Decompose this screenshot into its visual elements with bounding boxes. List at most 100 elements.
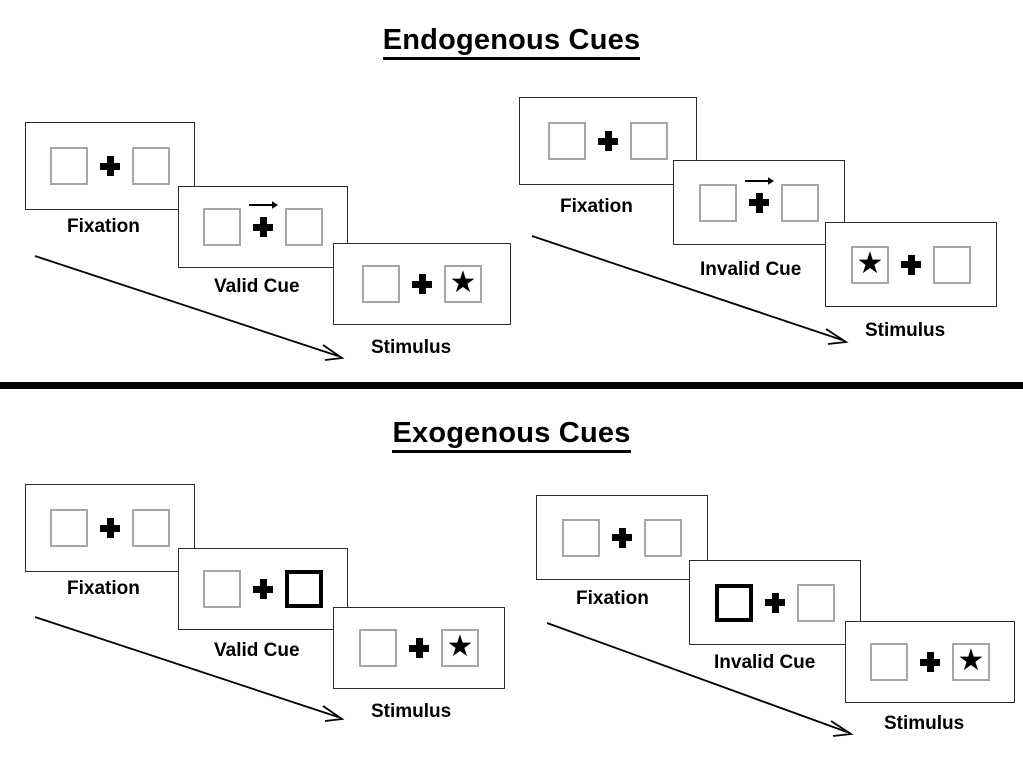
placeholder-box-right	[933, 245, 971, 284]
fixation-plus-icon	[901, 254, 921, 275]
panel-exogenous-valid-stimulus: ★	[333, 607, 505, 689]
panel-inner	[50, 509, 170, 547]
fixation-wrap	[586, 131, 630, 151]
placeholder-box-left	[203, 208, 241, 246]
fixation-wrap	[88, 156, 132, 176]
fixation-plus-icon	[253, 217, 273, 237]
caption-text: Invalid Cue	[700, 259, 802, 280]
caption-exogenous-valid-fixation: Fixation	[67, 578, 140, 600]
placeholder-box-left	[359, 629, 397, 667]
cue-arrow-right-icon	[744, 176, 774, 186]
placeholder-box-right	[797, 583, 835, 622]
fixation-wrap	[908, 652, 952, 672]
panel-inner	[699, 176, 819, 222]
caption-text: Fixation	[67, 216, 140, 237]
time-arrow-endogenous-invalid	[530, 232, 860, 352]
section-title-endogenous-text: Endogenous Cues	[382, 24, 641, 60]
panel-exogenous-invalid-cue	[689, 560, 861, 645]
time-arrow-endogenous-valid	[33, 252, 353, 367]
panel-inner: ★	[851, 245, 971, 284]
caption-text: Fixation	[560, 196, 633, 217]
fixation-wrap	[241, 201, 285, 237]
fixation-plus-icon	[920, 652, 940, 672]
panel-exogenous-invalid-fixation	[536, 495, 708, 580]
placeholder-box-left	[870, 643, 908, 681]
placeholder-box-left: ★	[851, 245, 889, 284]
target-star-icon: ★	[446, 630, 474, 663]
fixation-plus-icon	[253, 579, 273, 599]
fixation-wrap	[241, 579, 285, 599]
section-divider	[0, 382, 1023, 389]
cue-arrow-right-icon	[248, 200, 278, 210]
caption-endogenous-valid-fixation: Fixation	[67, 216, 140, 238]
caption-endogenous-invalid-stimulus: Stimulus	[865, 320, 945, 342]
caption-endogenous-valid-stimulus: Stimulus	[371, 337, 451, 359]
fixation-wrap	[889, 254, 933, 275]
panel-inner: ★	[359, 629, 479, 667]
placeholder-box-left	[562, 518, 600, 557]
fixation-plus-icon	[749, 192, 769, 213]
placeholder-box-left	[50, 147, 88, 185]
caption-text: Stimulus	[371, 701, 452, 722]
target-star-icon: ★	[856, 246, 884, 280]
panel-endogenous-valid-stimulus: ★	[333, 243, 511, 325]
time-arrow-exogenous-valid	[33, 613, 353, 728]
caption-text: Stimulus	[884, 713, 965, 734]
fixation-wrap	[400, 274, 444, 294]
panel-inner	[203, 201, 323, 246]
target-star-icon: ★	[449, 266, 477, 299]
caption-text: Stimulus	[371, 337, 452, 358]
placeholder-box-right-cued	[285, 570, 323, 608]
caption-text: Fixation	[576, 588, 649, 609]
section-title-exogenous: Exogenous Cues	[0, 417, 1023, 453]
caption-text: Valid Cue	[214, 640, 300, 661]
fixation-wrap	[397, 638, 441, 658]
panel-endogenous-valid-fixation	[25, 122, 195, 210]
fixation-wrap	[88, 518, 132, 538]
fixation-wrap	[753, 592, 797, 613]
placeholder-box-right	[285, 208, 323, 246]
caption-endogenous-valid-cue: Valid Cue	[214, 276, 300, 298]
caption-exogenous-invalid-cue: Invalid Cue	[714, 652, 815, 674]
panel-endogenous-valid-cue	[178, 186, 348, 268]
fixation-plus-icon	[598, 131, 618, 151]
caption-exogenous-invalid-stimulus: Stimulus	[884, 713, 964, 735]
placeholder-box-right	[644, 518, 682, 557]
panel-exogenous-invalid-stimulus: ★	[845, 621, 1015, 703]
panel-inner	[203, 570, 323, 608]
panel-inner: ★	[870, 643, 990, 681]
panel-inner: ★	[362, 265, 482, 303]
caption-text: Stimulus	[865, 320, 946, 341]
section-title-endogenous: Endogenous Cues	[0, 24, 1023, 60]
placeholder-box-right: ★	[441, 629, 479, 667]
placeholder-box-right	[132, 147, 170, 185]
caption-endogenous-invalid-cue: Invalid Cue	[700, 259, 801, 281]
fixation-plus-icon	[765, 592, 785, 613]
panel-inner	[548, 122, 668, 160]
caption-exogenous-valid-cue: Valid Cue	[214, 640, 300, 662]
fixation-plus-icon	[100, 518, 120, 538]
panel-endogenous-invalid-fixation	[519, 97, 697, 185]
placeholder-box-right: ★	[952, 643, 990, 681]
placeholder-box-left	[699, 183, 737, 222]
placeholder-box-right	[781, 183, 819, 222]
caption-exogenous-valid-stimulus: Stimulus	[371, 701, 451, 723]
caption-text: Invalid Cue	[714, 652, 816, 673]
panel-endogenous-invalid-cue	[673, 160, 845, 245]
fixation-wrap	[737, 176, 781, 213]
panel-endogenous-invalid-stimulus: ★	[825, 222, 997, 307]
target-star-icon: ★	[957, 644, 985, 677]
panel-inner	[50, 147, 170, 185]
fixation-plus-icon	[412, 274, 432, 294]
fixation-wrap	[600, 527, 644, 548]
caption-endogenous-invalid-fixation: Fixation	[560, 196, 633, 218]
placeholder-box-left	[203, 570, 241, 608]
section-title-exogenous-text: Exogenous Cues	[392, 417, 631, 453]
placeholder-box-left	[362, 265, 400, 303]
panel-exogenous-valid-fixation	[25, 484, 195, 572]
placeholder-box-right	[132, 509, 170, 547]
placeholder-box-left-cued	[715, 583, 753, 622]
fixation-plus-icon	[612, 527, 632, 548]
fixation-plus-icon	[409, 638, 429, 658]
